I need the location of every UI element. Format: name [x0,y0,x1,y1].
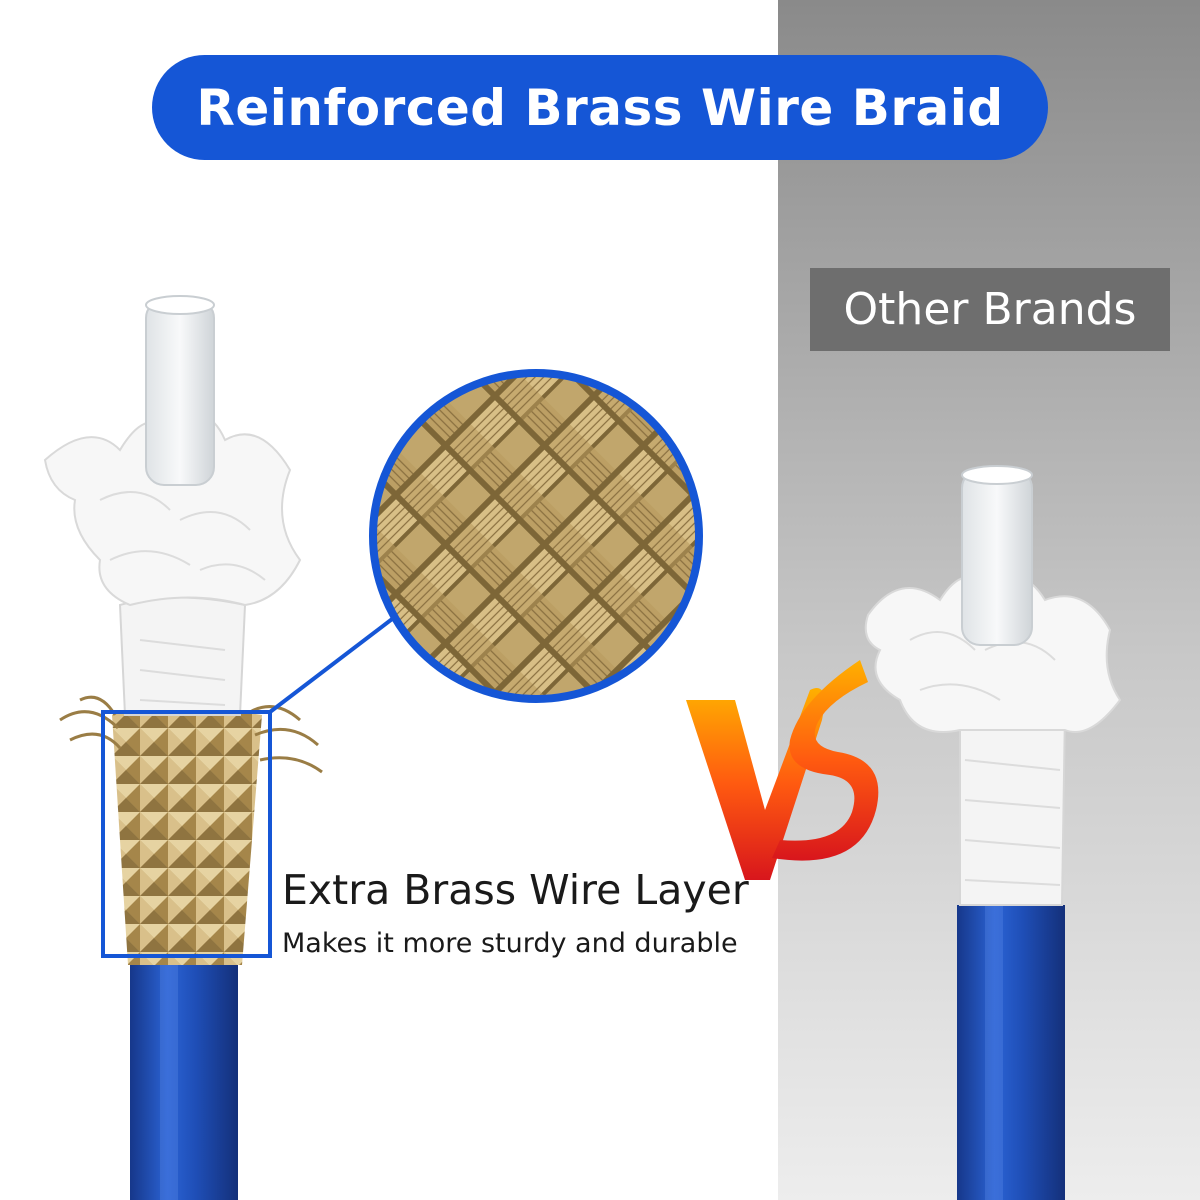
reinforced-hose [43,295,323,1200]
other-brands-label: Other Brands [810,268,1170,351]
other-brand-hose [864,465,1122,1200]
title-banner: Reinforced Brass Wire Braid [152,55,1048,160]
other-brands-text: Other Brands [843,284,1137,335]
callout-subtitle: Makes it more sturdy and durable [282,928,738,959]
braid-zoom-circle [369,369,703,703]
zoom-connector-line [268,611,402,714]
callout-title: Extra Brass Wire Layer [282,866,749,914]
banner-title: Reinforced Brass Wire Braid [196,78,1004,137]
braid-highlight-box [101,710,272,958]
vs-mark [686,660,879,880]
